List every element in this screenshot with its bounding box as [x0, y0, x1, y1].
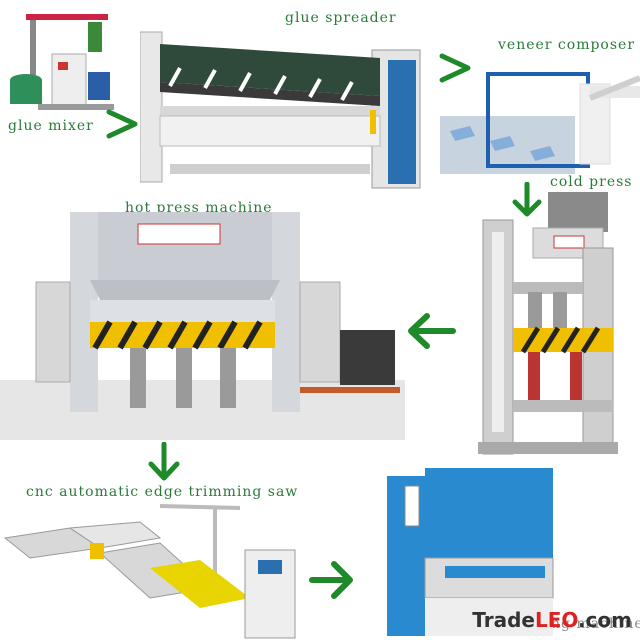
label-veneer-composer: veneer composer	[498, 37, 636, 53]
arrow-left-icon	[408, 313, 456, 349]
edge-saw-image	[3, 504, 296, 639]
watermark-suffix: .com	[577, 608, 632, 632]
hot-press-image	[0, 212, 405, 440]
label-glue-mixer: glue mixer	[8, 118, 94, 134]
arrow-down-icon	[512, 182, 542, 217]
arrow-right-icon	[106, 109, 138, 139]
cold-press-image	[478, 192, 618, 455]
label-glue-spreader: glue spreader	[285, 10, 397, 26]
watermark-prefix: Trade	[472, 608, 535, 632]
veneer-composer-image	[440, 72, 640, 174]
sanding-machine-image	[387, 468, 554, 636]
watermark-logo: TradeLEO.com	[472, 608, 632, 632]
label-cold-press: cold press	[550, 174, 633, 190]
arrow-down-icon	[148, 442, 180, 481]
label-edge-saw: cnc automatic edge trimming saw	[26, 484, 299, 500]
arrow-right-icon	[439, 53, 471, 83]
glue-mixer-image	[10, 14, 114, 110]
watermark-mark: LEO	[534, 608, 578, 632]
arrow-right-icon	[309, 561, 353, 599]
glue-spreader-image	[140, 31, 421, 189]
